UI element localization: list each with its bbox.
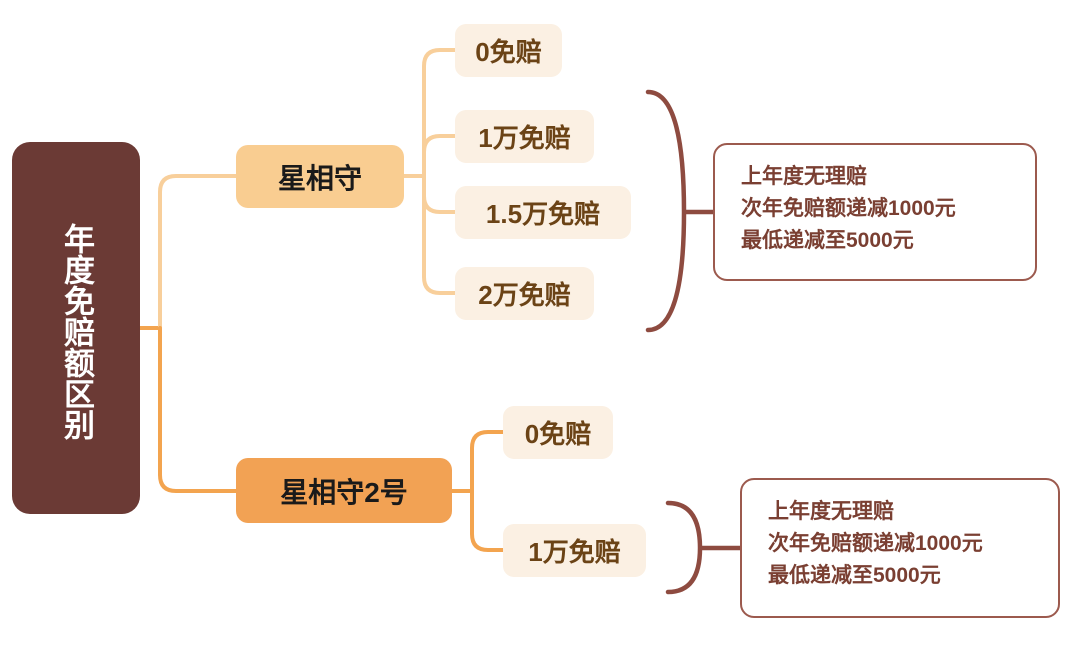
note-box-branch-1: 上年度无理赔 次年免赔额递减1000元 最低递减至5000元 [740,478,1060,618]
branch-node-xiangxiangshou-2[interactable]: 星相守2号 [236,458,452,523]
connector-branch-0-leaf-0 [422,48,457,178]
leaf-node-b0-0[interactable]: 0免赔 [455,24,562,77]
leaf-node-b0-2[interactable]: 1.5万免赔 [455,186,631,239]
leaf-node-b0-3[interactable]: 2万免赔 [455,267,594,320]
connector-root-to-branch-0 [158,174,238,330]
leaf-node-label: 0免赔 [475,37,542,67]
leaf-node-b0-1[interactable]: 1万免赔 [455,110,594,163]
connector-branch-0-leaf-2 [422,174,457,214]
leaf-node-label: 0免赔 [524,419,592,449]
note-box-branch-0: 上年度无理赔 次年免赔额递减1000元 最低递减至5000元 [713,143,1037,281]
connector-branch-1-leaf-0 [470,430,505,493]
root-node[interactable]: 年度免赔额区别 [12,142,140,514]
connector-branch-0-leaf-1 [422,134,457,178]
leaf-node-b1-0[interactable]: 0免赔 [503,406,613,459]
brace-branch-0 [645,89,687,333]
leaf-node-b1-1[interactable]: 1万免赔 [503,524,646,577]
leaf-node-label: 1万免赔 [528,537,621,567]
leaf-node-label: 1.5万免赔 [485,199,601,229]
leaf-node-label: 2万免赔 [478,280,571,310]
connector-root-to-branch-1 [158,326,238,493]
branch-node-xiangxiangshou[interactable]: 星相守 [236,145,404,208]
leaf-node-label: 1万免赔 [478,123,571,153]
brace-branch-1 [665,500,703,595]
branch-node-label: 星相守 [277,162,362,194]
connector-branch-1-leaf-1 [470,489,505,552]
connector-branch-0-leaf-3 [422,174,457,295]
branch-node-label: 星相守2号 [280,476,408,508]
root-node-label: 年度免赔额区别 [59,222,95,440]
